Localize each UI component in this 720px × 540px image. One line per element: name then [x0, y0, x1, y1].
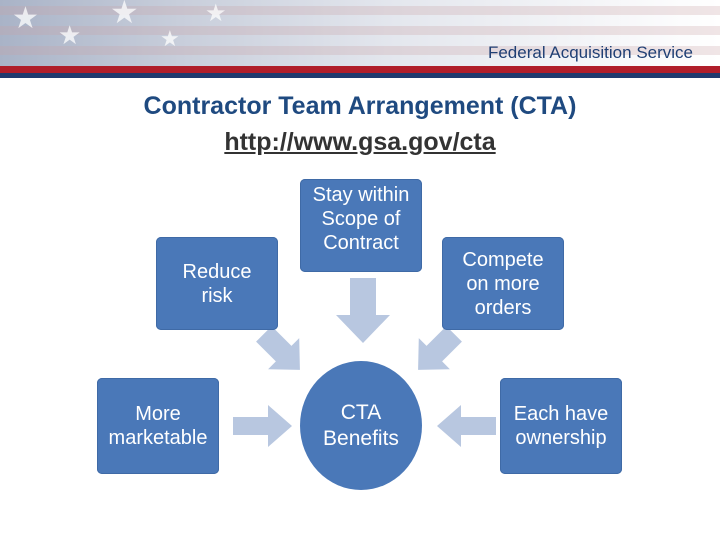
node-cta-benefits: CTA Benefits — [300, 361, 422, 490]
arrow-compete-to-center — [418, 326, 462, 370]
node-reduce-risk: Reduce risk — [156, 237, 278, 330]
arrow-risk-to-center — [256, 326, 300, 370]
star-icon: ★ — [12, 2, 39, 35]
node-compete-more-orders: Compete on more orders — [442, 237, 564, 330]
header-bar-red — [0, 66, 720, 73]
arrow-scope-to-center — [336, 278, 390, 343]
star-icon: ★ — [160, 26, 180, 51]
arrow-ownership-to-center — [437, 405, 496, 447]
flag-stripe — [0, 26, 720, 35]
node-more-marketable: More marketable — [97, 378, 219, 474]
flag-stripe — [0, 46, 720, 55]
flag-banner: ★ ★ ★ ★ ★ Federal Acquisition Service — [0, 0, 720, 66]
slide-title: Contractor Team Arrangement (CTA) — [143, 92, 577, 120]
star-icon: ★ — [110, 0, 139, 30]
flag-stripe — [0, 6, 720, 15]
star-icon: ★ — [205, 0, 227, 27]
node-each-have-ownership: Each have ownership — [500, 378, 622, 474]
star-icon: ★ — [58, 20, 82, 50]
node-stay-within-scope: Stay within Scope of Contract — [300, 179, 422, 272]
header-bar-navy — [0, 73, 720, 78]
agency-name: Federal Acquisition Service — [487, 43, 693, 62]
slide-url-link[interactable]: http://www.gsa.gov/cta — [224, 128, 496, 156]
arrow-marketable-to-center — [233, 405, 292, 447]
